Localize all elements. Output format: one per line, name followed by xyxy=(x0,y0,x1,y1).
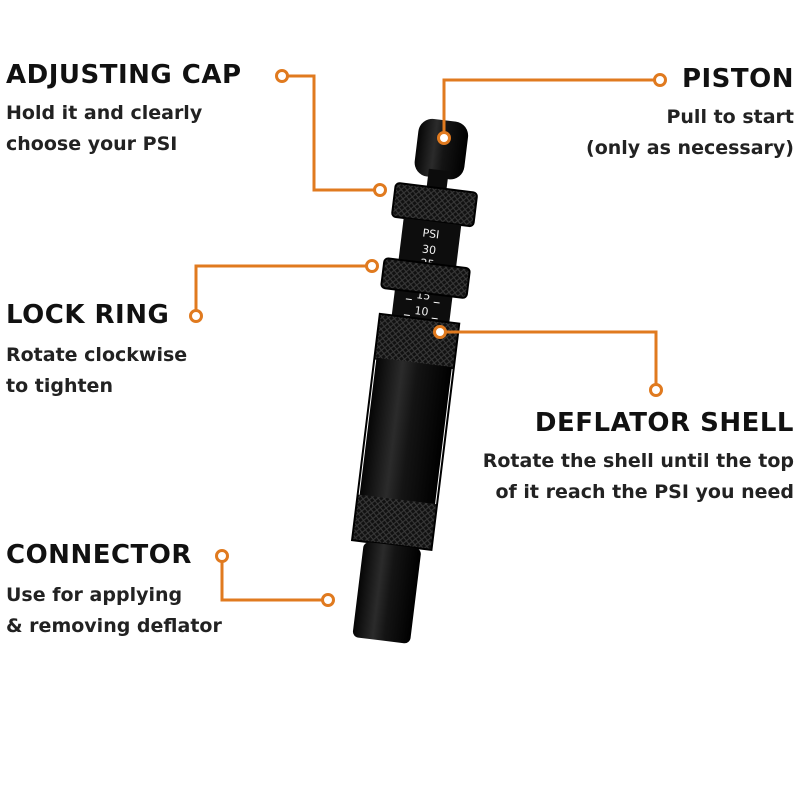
dot-deflator-shell-label xyxy=(649,383,663,397)
leader-lines xyxy=(194,74,658,602)
deflator-shell-desc-line1: Rotate the shell until the top xyxy=(482,450,794,472)
adjusting-cap-title: ADJUSTING CAP xyxy=(6,60,242,90)
piston-desc-line2: (only as necessary) xyxy=(586,137,794,159)
lock-ring-desc-line2: to tighten xyxy=(6,375,113,397)
deflator-shell-title: DEFLATOR SHELL xyxy=(534,408,794,438)
dot-deflator-shell-part xyxy=(433,325,447,339)
deflator-shell-desc-line2: of it reach the PSI you need xyxy=(495,481,794,503)
dot-adjusting-cap-label xyxy=(275,69,289,83)
lock-ring-desc-line1: Rotate clockwise xyxy=(6,344,188,366)
adjusting-cap-desc-line2: choose your PSI xyxy=(6,133,178,155)
connector-desc-line1: Use for applying xyxy=(6,584,183,606)
dot-lock-ring-label xyxy=(189,309,203,323)
dot-adjusting-cap-part xyxy=(373,183,387,197)
dot-lock-ring-part xyxy=(365,259,379,273)
leader-dots xyxy=(189,69,667,607)
lock-ring-title: LOCK RING xyxy=(6,300,170,330)
adjusting-cap-desc-line1: Hold it and clearly xyxy=(6,102,203,124)
leader-piston xyxy=(442,78,656,134)
piston-desc-line1: Pull to start xyxy=(666,106,794,128)
connector-part xyxy=(352,542,421,644)
dot-connector-label xyxy=(215,549,229,563)
leader-lock-ring xyxy=(194,264,368,316)
piston-knob xyxy=(414,118,469,194)
connector-desc-line2: & removing deflator xyxy=(6,615,222,637)
leader-deflator-shell xyxy=(442,330,658,388)
leader-adjusting-cap xyxy=(282,74,378,192)
deflator-shell-part xyxy=(350,312,461,551)
leader-connector xyxy=(220,556,326,602)
dot-piston-label xyxy=(653,73,667,87)
lock-ring-part xyxy=(380,257,471,299)
psi-mark-10: 10 xyxy=(414,304,429,319)
dot-connector-part xyxy=(321,593,335,607)
connector-title: CONNECTOR xyxy=(6,540,192,570)
dot-piston-part xyxy=(437,131,451,145)
piston-title: PISTON xyxy=(681,64,794,94)
psi-unit-label: PSI xyxy=(422,226,440,241)
psi-mark-30: 30 xyxy=(421,243,436,258)
